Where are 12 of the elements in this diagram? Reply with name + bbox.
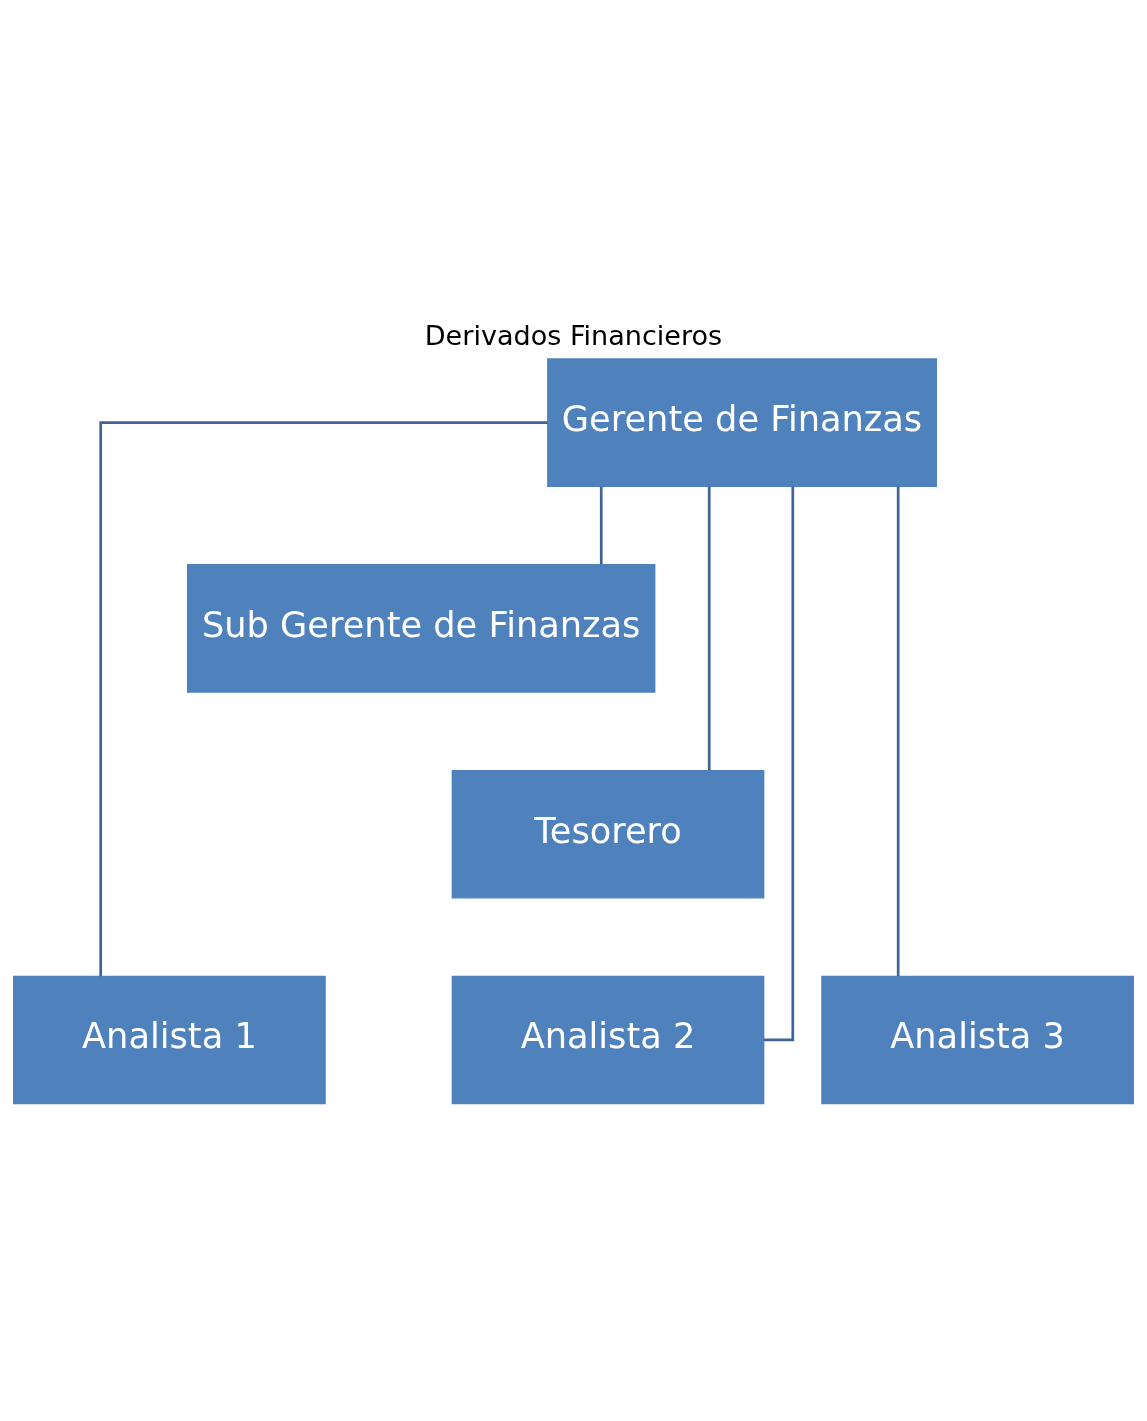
- connector: [763, 485, 795, 1041]
- node-box: Tesorero: [451, 769, 765, 898]
- node-box: Analista 1: [13, 975, 326, 1104]
- diagram-title: Derivados Financieros: [424, 319, 723, 351]
- node-box: Analista 3: [821, 975, 1134, 1104]
- connector: [896, 485, 900, 976]
- node-box: Gerente de Finanzas: [547, 357, 937, 487]
- node-box: Analista 2: [451, 975, 765, 1104]
- node-box: Sub Gerente de Finanzas: [187, 563, 656, 693]
- connector: [599, 486, 603, 564]
- connector: [707, 486, 711, 770]
- connector: [99, 420, 548, 976]
